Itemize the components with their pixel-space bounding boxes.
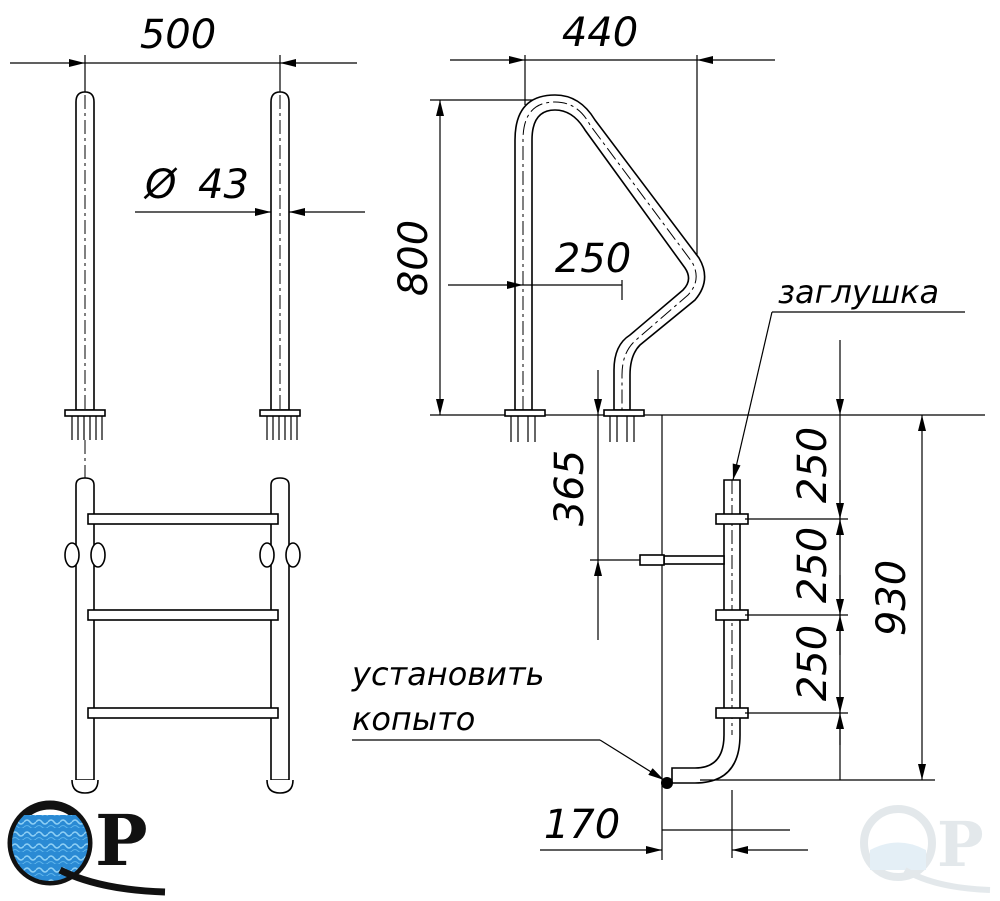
dim-front-width: 500	[140, 12, 216, 58]
install-label-line1: установить	[351, 655, 544, 693]
plug-label: заглушка	[778, 273, 939, 311]
logo-right-text: QP	[0, 0, 2, 1]
dim-diameter: 43	[198, 162, 249, 208]
dim-step-offset: 250	[555, 236, 631, 282]
side-view	[430, 55, 985, 442]
logo-left-p: P	[95, 799, 148, 882]
front-view-steps	[64, 440, 301, 794]
dim-step-2: 250	[790, 527, 836, 603]
dim-total-depth: 930	[869, 560, 915, 636]
dimension-labels: 500 Ø 43 440 250 800 365 250 250 250 930…	[140, 10, 915, 848]
dim-side-width: 440	[562, 10, 638, 56]
logo-right-p: P	[937, 808, 984, 881]
dim-step-3: 250	[790, 625, 836, 701]
dim-anchor-depth: 365	[547, 450, 593, 526]
dim-bottom-offset: 170	[544, 802, 620, 848]
dim-height: 800	[391, 220, 437, 296]
dim-diameter-symbol: Ø	[143, 162, 178, 208]
logo-left: P QP	[0, 0, 166, 896]
install-label-line2: копыто	[352, 700, 475, 738]
step-1	[87, 513, 279, 525]
annotations: заглушка установить копыто	[351, 273, 939, 738]
step-3	[87, 707, 279, 719]
front-view	[10, 55, 365, 440]
side-view-underwater	[352, 311, 965, 860]
step-2	[87, 609, 279, 621]
logo-left-text: QP	[0, 0, 2, 1]
dim-step-1: 250	[790, 427, 836, 503]
